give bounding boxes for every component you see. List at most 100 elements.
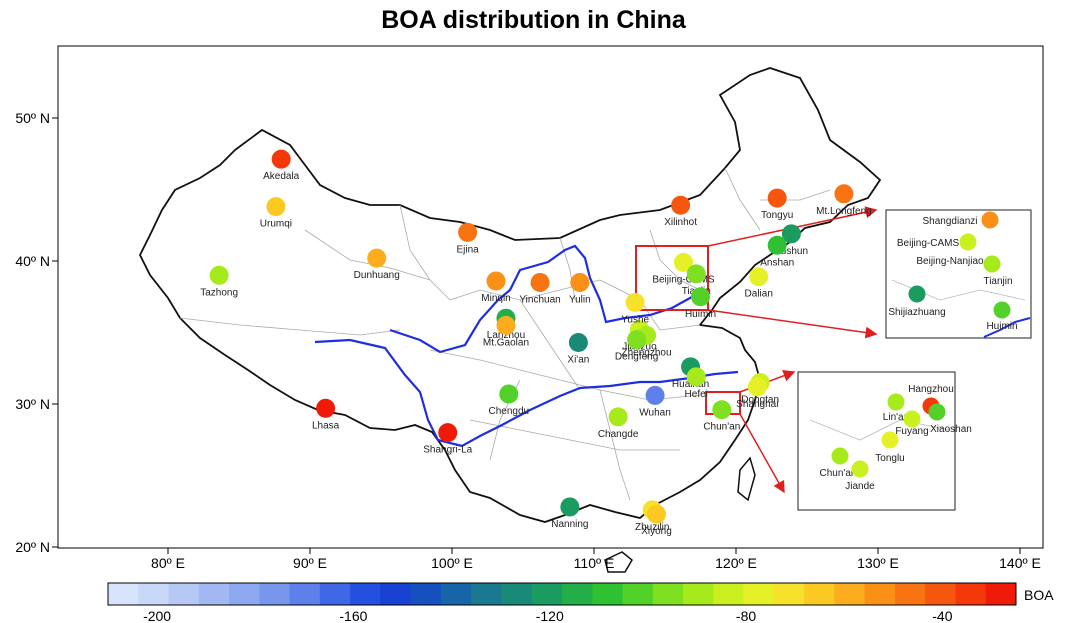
site-dot[interactable] — [767, 188, 787, 208]
site-label: Dengfeng — [615, 352, 658, 363]
site-dot[interactable] — [568, 333, 588, 353]
inset-site-marker[interactable]: Beijing-CAMS — [897, 233, 977, 251]
inset-site-marker[interactable]: Chun'an — [820, 447, 857, 480]
site-marker[interactable]: Akedala — [263, 149, 300, 183]
site-marker[interactable]: Anshan — [760, 235, 794, 268]
site-dot[interactable] — [767, 235, 787, 255]
inset-site-dot[interactable] — [928, 403, 946, 421]
lat-tick-label: 40º N — [15, 253, 50, 269]
lat-tick-label: 50º N — [15, 110, 50, 126]
site-marker[interactable]: Nanning — [551, 497, 588, 530]
site-marker[interactable]: Yinchuan — [519, 272, 561, 306]
site-dot[interactable] — [271, 149, 291, 169]
site-dot[interactable] — [646, 504, 666, 524]
site-marker[interactable]: Fushun — [775, 224, 808, 257]
site-dot[interactable] — [686, 264, 706, 284]
lon-tick-label: 140º E — [999, 555, 1041, 571]
site-marker[interactable]: Tongyu — [761, 188, 793, 222]
inset-site-marker[interactable]: Jiande — [845, 460, 875, 493]
site-dot[interactable] — [712, 400, 732, 420]
inset-site-dot[interactable] — [993, 301, 1011, 319]
site-marker[interactable]: Chengdu — [489, 384, 530, 417]
site-marker[interactable]: Ejina — [456, 222, 479, 256]
site-dot[interactable] — [747, 377, 767, 397]
inset-site-dot[interactable] — [981, 211, 999, 229]
site-dot[interactable] — [438, 423, 458, 443]
site-marker[interactable]: Huimin — [685, 287, 716, 320]
inset-site-marker[interactable]: Fuyang — [895, 410, 929, 438]
site-dot[interactable] — [834, 184, 854, 204]
site-marker[interactable]: Xi'an — [567, 333, 589, 366]
inset-site-marker[interactable]: Shijiazhuang — [888, 285, 946, 319]
site-dot[interactable] — [608, 407, 628, 427]
site-dot[interactable] — [671, 195, 691, 215]
lon-tick-label: 110º E — [574, 555, 615, 571]
site-dot[interactable] — [570, 272, 590, 292]
inset-site-marker[interactable]: Tianjin — [983, 255, 1013, 288]
site-dot[interactable] — [673, 252, 693, 272]
inset-site-dot[interactable] — [831, 447, 849, 465]
inset-site-dot[interactable] — [881, 431, 899, 449]
site-marker[interactable]: Chun'an — [703, 400, 740, 433]
site-marker[interactable]: Dengfeng — [615, 330, 658, 363]
site-marker[interactable]: Xilinhot — [664, 195, 697, 229]
site-dot[interactable] — [486, 271, 506, 291]
site-dot[interactable] — [209, 265, 229, 285]
site-dot[interactable] — [496, 315, 516, 335]
inset-site-dot[interactable] — [851, 460, 869, 478]
site-marker[interactable]: Changde — [598, 407, 639, 440]
site-label: Lanzhou — [487, 330, 525, 341]
site-marker[interactable]: Dunhuang — [354, 248, 400, 282]
site-label: Yinchuan — [519, 294, 560, 305]
site-dot[interactable] — [560, 497, 580, 517]
site-dot[interactable] — [691, 287, 710, 307]
site-dot[interactable] — [530, 272, 550, 292]
inset-sites-layer: ShangdianziBeijing-CAMSBeijing-NanjiaoTi… — [820, 211, 1018, 493]
colorbar-frame — [107, 582, 1017, 606]
site-marker[interactable]: Beijing-CAMS — [652, 252, 715, 286]
site-marker[interactable]: Mt.Gaolan — [483, 315, 529, 349]
map-title: BOA distribution in China — [381, 6, 686, 34]
site-dot[interactable] — [645, 385, 665, 405]
inset-site-marker[interactable]: Huimin — [986, 301, 1018, 333]
colorbar-tick-label: -160 — [339, 608, 367, 623]
inset-site-dot[interactable] — [903, 410, 921, 428]
site-dot[interactable] — [266, 197, 286, 217]
site-marker[interactable]: Lhasa — [312, 398, 340, 432]
inset-site-dot[interactable] — [908, 285, 926, 303]
site-dot[interactable] — [458, 222, 478, 242]
inset-site-marker[interactable]: Lin'an — [883, 393, 909, 424]
site-label: Lhasa — [312, 420, 340, 431]
site-dot[interactable] — [627, 330, 647, 350]
inset-site-label: Chun'an — [820, 468, 857, 479]
site-dot[interactable] — [781, 224, 801, 244]
site-marker[interactable]: Yulin — [569, 272, 591, 306]
inset-site-marker[interactable]: Shangdianzi — [922, 211, 999, 229]
site-dot[interactable] — [749, 267, 769, 287]
site-marker[interactable]: Shanghai — [736, 377, 778, 410]
site-label: Zhengzhou — [622, 347, 672, 358]
site-marker[interactable]: Yushe — [621, 292, 650, 326]
hangzhou-inset-coast — [809, 419, 951, 441]
site-marker[interactable]: Wuhan — [639, 385, 671, 419]
site-marker[interactable]: Minqin — [481, 271, 511, 305]
site-marker[interactable]: Dalian — [745, 267, 773, 300]
site-marker[interactable]: Xiyong — [641, 504, 672, 538]
site-dot[interactable] — [625, 292, 645, 312]
site-dot[interactable] — [316, 398, 336, 418]
site-dot[interactable] — [499, 384, 519, 404]
site-marker[interactable]: Tazhong — [200, 265, 238, 299]
site-marker[interactable]: Urumqi — [260, 197, 292, 230]
site-marker[interactable]: Shangri-La — [423, 423, 473, 456]
site-marker[interactable]: Hefei — [685, 367, 708, 400]
inset-site-dot[interactable] — [887, 393, 905, 411]
inset-site-dot[interactable] — [959, 233, 977, 251]
site-dot[interactable] — [686, 367, 706, 387]
inset-site-marker[interactable]: Xiaoshan — [928, 403, 972, 436]
inset-site-marker[interactable]: Tonglu — [875, 431, 905, 465]
site-marker[interactable]: Mt.Longfeng — [816, 184, 872, 217]
site-label: Shanghai — [736, 399, 778, 410]
inset-site-dot[interactable] — [983, 255, 1001, 273]
site-dot[interactable] — [367, 248, 387, 268]
inset-site-label: Beijing-CAMS — [897, 238, 960, 249]
